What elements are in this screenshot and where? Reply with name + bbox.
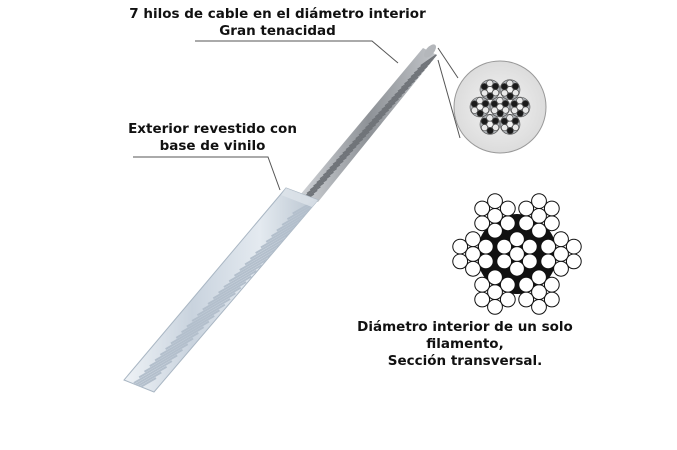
coating-label: Exterior revestido con base de vinilo <box>0 121 425 155</box>
vinyl-coated-section <box>123 187 319 393</box>
inner-strands-label: 7 hilos de cable en el diámetro interior… <box>0 6 555 40</box>
leader-lines <box>133 40 461 191</box>
coating-line2: base de vinilo <box>159 138 266 154</box>
inner-strands-line2: Gran tenacidad <box>219 23 336 39</box>
coating-line1: Exterior revestido con <box>128 121 297 137</box>
cross-section-line1: Diámetro interior de un solo <box>357 319 573 335</box>
magnified-cross-section <box>453 60 547 154</box>
cross-section-line3: Sección transversal. <box>387 353 543 369</box>
strand-cross-section-diagram <box>452 193 582 315</box>
cross-section-line2: filamento, <box>426 336 504 352</box>
steel-wire-core <box>300 44 437 202</box>
inner-strands-line1: 7 hilos de cable en el diámetro interior <box>129 6 426 22</box>
cross-section-label: Diámetro interior de un solo filamento, … <box>300 319 630 370</box>
